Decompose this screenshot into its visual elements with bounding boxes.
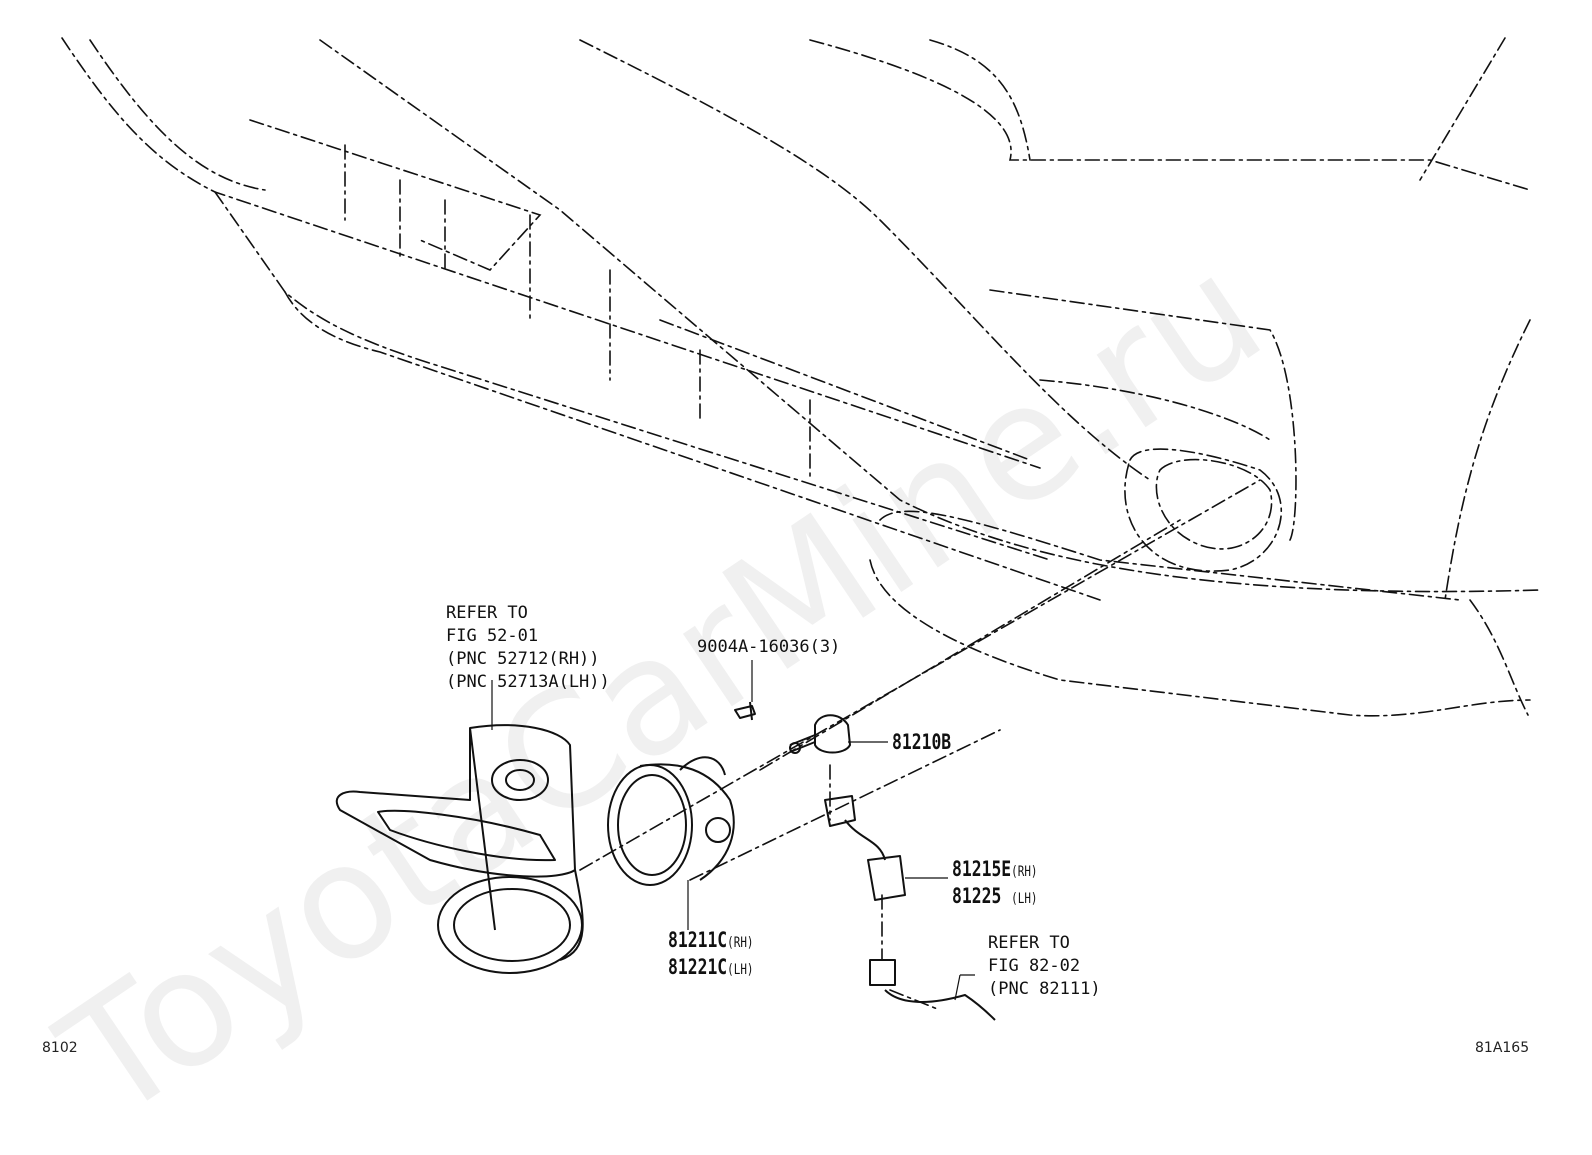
bumper-upper-line [61, 37, 1041, 469]
harness-connector [869, 959, 896, 986]
bezel-edge [469, 727, 496, 931]
fender-line [579, 39, 1151, 481]
bezel-inner [1039, 379, 1271, 441]
socket-rh-number: 81215E [952, 857, 1012, 881]
bulb-part-number: 81210B [892, 730, 952, 754]
grille-slat [249, 119, 542, 271]
lamp-rh-side: (RH) [727, 935, 754, 951]
fog-lamp-socket [705, 817, 731, 843]
lamp-rh-number: 81211C [668, 928, 728, 952]
harness-plug [824, 795, 856, 827]
lamp-part-numbers: 81211C(RH) 81221C(LH) [668, 928, 753, 982]
leader-wire [954, 974, 975, 1001]
fog-hole-inner [1155, 458, 1273, 550]
screw-shank [749, 701, 753, 721]
wheel-arch [1444, 319, 1531, 601]
install-line-bezel [579, 479, 1261, 871]
install-line-lamp [759, 519, 1181, 771]
lower-grille [879, 510, 1461, 601]
fog-lamp-tab [679, 756, 726, 776]
grille-slat-2 [659, 319, 1031, 461]
harness-socket [867, 855, 906, 901]
skirt-line [869, 559, 1531, 717]
refer-bumper-line-3: (PNC 52712(RH)) [446, 649, 600, 669]
figure-code: 8102 [42, 1040, 78, 1056]
bezel-slot [377, 809, 556, 862]
screw-part-number: 9004A-16036(3) [697, 637, 841, 657]
fog-ring-inner [453, 888, 571, 962]
refer-bumper-line-4: (PNC 52713A(LH)) [446, 672, 610, 692]
fog-ring-outer [437, 876, 583, 974]
refer-wire-line-1: REFER TO [988, 933, 1070, 953]
bulb-body [814, 714, 851, 754]
pillar-line [1419, 37, 1506, 181]
refer-bumper-line-2: FIG 52-01 [446, 626, 539, 646]
fog-hole [1124, 448, 1283, 572]
refer-bumper-callout: REFER TO FIG 52-01 (PNC 52712(RH)) (PNC … [446, 602, 610, 694]
harness-main-wire [884, 989, 996, 1021]
connector-lines [829, 764, 941, 1011]
refer-bumper-line-1: REFER TO [446, 603, 528, 623]
bezel-hole-inner [505, 769, 535, 791]
parts-diagram: ToyotaCarMine.ru REFER TO FIG 52-01 (PNC… [30, 37, 1541, 1155]
diagram-drawing [61, 37, 1541, 1021]
refer-wire-callout: REFER TO FIG 82-02 (PNC 82111) [988, 932, 1101, 1001]
bulb-tip [789, 742, 801, 754]
hood-edge [89, 39, 266, 191]
bumper-lower-line [214, 191, 1051, 561]
hood-corner [929, 39, 1031, 161]
lamp-lh-side: (LH) [727, 962, 754, 978]
bezel-hole [491, 759, 549, 801]
grille-bars [344, 144, 811, 481]
socket-part-numbers: 81215E(RH) 81225 (LH) [952, 857, 1037, 911]
screw-head [734, 705, 756, 719]
install-line-2 [689, 729, 1001, 881]
wheel-arch-lower [1469, 599, 1529, 716]
harness-wire [844, 819, 886, 861]
lamp-bezel-outline [989, 289, 1297, 541]
illustration-code: 81A165 [1475, 1040, 1530, 1056]
refer-wire-line-3: (PNC 82111) [988, 979, 1101, 999]
socket-lh-number: 81225 [952, 884, 1002, 908]
socket-rh-side: (RH) [1011, 864, 1038, 880]
grille-top-line [319, 39, 1541, 593]
headlamp-line [809, 39, 1531, 191]
refer-wire-line-2: FIG 82-02 [988, 956, 1081, 976]
bumper-bottom-line [284, 291, 1101, 601]
socket-lh-side: (LH) [1011, 891, 1038, 907]
fog-lamp-lens [607, 764, 693, 886]
lamp-lh-number: 81221C [668, 955, 728, 979]
fog-lamp-housing [639, 763, 735, 881]
bezel-cover [335, 724, 576, 878]
fog-lamp-lens-inner [617, 774, 687, 876]
bezel-lower [559, 869, 584, 961]
